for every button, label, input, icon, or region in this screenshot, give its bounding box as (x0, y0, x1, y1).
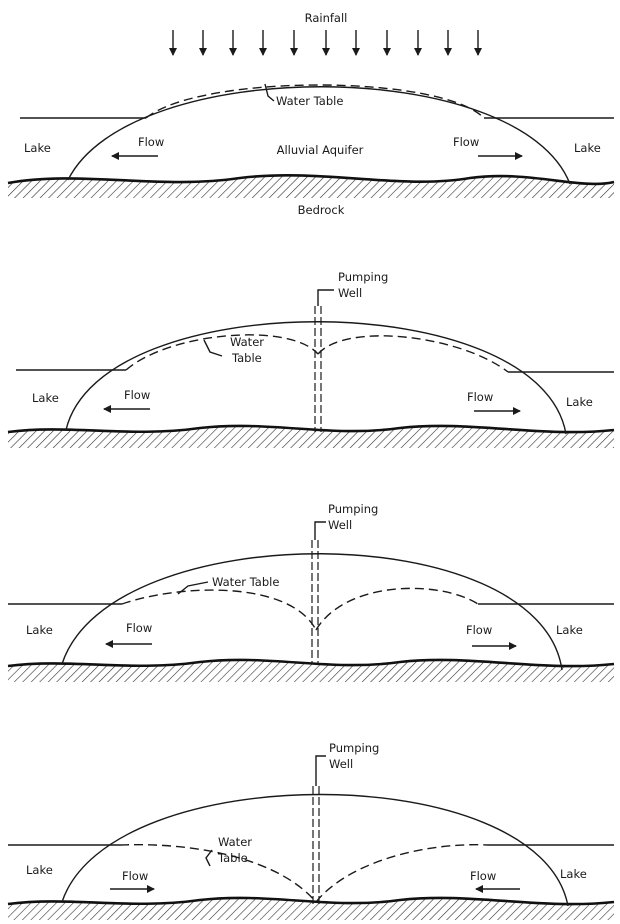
water-table-right (318, 336, 508, 372)
panel-pumping-stage-1: Pumping Well Water Table Lake Lake Flow … (8, 270, 614, 448)
flow-left-label: Flow (126, 621, 152, 635)
water-table-right (316, 845, 488, 902)
flow-left-label: Flow (122, 869, 148, 883)
pumping-well-label-2: Well (329, 757, 353, 771)
water-table-left (126, 335, 318, 370)
pumping-well-label-1: Pumping (329, 741, 379, 755)
lake-right-label: Lake (556, 623, 583, 637)
flow-right-label: Flow (467, 390, 493, 404)
pumping-well-label-2: Well (328, 518, 352, 532)
lake-left-label: Lake (26, 623, 53, 637)
bedrock-label: Bedrock (298, 203, 345, 217)
panel-pumping-stage-3: Pumping Well Water Table Lake Lake Flow … (8, 741, 614, 920)
flow-left-label: Flow (138, 135, 164, 149)
well-pointer (315, 522, 326, 540)
lake-left-label: Lake (26, 863, 53, 877)
well-pointer (318, 290, 334, 306)
pumping-well-label-1: Pumping (338, 270, 388, 284)
water-table-pointer (206, 850, 212, 866)
flow-left-label: Flow (124, 388, 150, 402)
flow-right-label: Flow (453, 135, 479, 149)
lake-left-label: Lake (32, 391, 59, 405)
ground-surface (66, 322, 566, 434)
water-table-label-1: Water (218, 835, 252, 849)
lake-right-label: Lake (560, 867, 587, 881)
water-table-label: Water Table (212, 575, 279, 589)
lake-right-label: Lake (566, 395, 593, 409)
flow-right-label: Flow (466, 623, 492, 637)
pumping-well-label-1: Pumping (328, 502, 378, 516)
flow-right-label: Flow (470, 869, 496, 883)
rainfall-arrows (173, 30, 478, 55)
aquifer-label: Alluvial Aquifer (277, 143, 364, 157)
lake-right-label: Lake (574, 141, 601, 155)
water-table-label-2: Table (231, 351, 262, 365)
rainfall-label: Rainfall (305, 11, 348, 25)
pumping-well-label-2: Well (338, 286, 362, 300)
panel-natural-recharge: Rainfall Water Table Lake Lake Flow Flow… (8, 11, 614, 217)
water-table-pointer (204, 340, 222, 356)
water-table-right (316, 588, 478, 630)
lake-left-label: Lake (24, 141, 51, 155)
water-table-label-1: Water (230, 335, 264, 349)
water-table-label-2: Table (217, 851, 248, 865)
panel-pumping-stage-2: Pumping Well Water Table Lake Lake Flow … (8, 502, 614, 682)
water-table-label: Water Table (276, 94, 343, 108)
well-pointer (316, 756, 326, 786)
